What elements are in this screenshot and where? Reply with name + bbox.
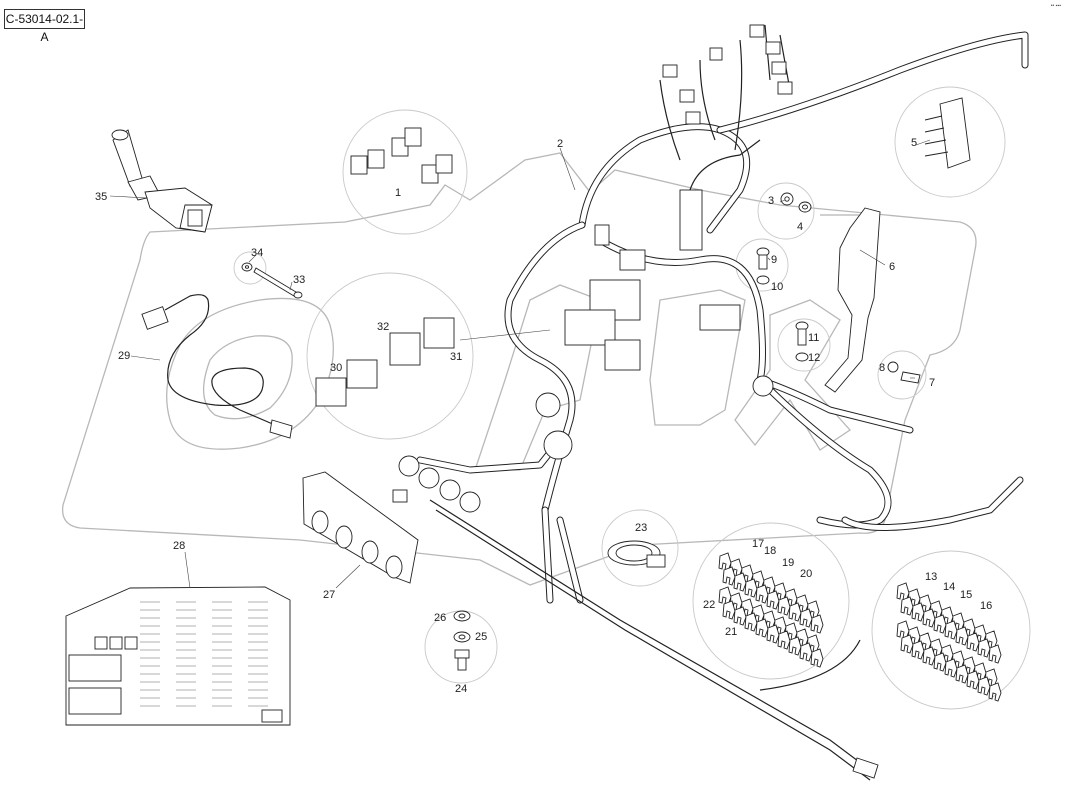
fuse — [955, 664, 969, 684]
leader-lines — [109, 139, 931, 589]
bracket-plate-27 — [302, 471, 419, 584]
callout-14: 14 — [943, 581, 955, 593]
fuse — [911, 640, 925, 660]
fuse — [755, 618, 769, 638]
fuse — [977, 676, 991, 696]
fuse — [896, 582, 910, 602]
fuse — [977, 638, 991, 658]
fuse — [755, 584, 769, 604]
fuse — [966, 632, 980, 652]
bolts-washers — [756, 247, 921, 384]
fuse — [988, 644, 1002, 664]
callout-22: 22 — [703, 599, 715, 611]
callout-31: 31 — [450, 351, 462, 363]
callout-24: 24 — [455, 683, 467, 695]
callout-32: 32 — [377, 321, 389, 333]
callout-9: 9 — [771, 254, 777, 266]
fuse — [733, 572, 747, 592]
callout-21: 21 — [725, 626, 737, 638]
fuse — [900, 634, 914, 654]
detail-circles — [233, 86, 1031, 710]
callout-8: 8 — [879, 362, 885, 374]
callout-30: 30 — [330, 362, 342, 374]
callout-7: 7 — [929, 377, 935, 389]
fuse — [744, 612, 758, 632]
fuse — [922, 608, 936, 628]
callout-26: 26 — [434, 612, 446, 624]
callout-28: 28 — [173, 540, 185, 552]
screw-washers-24-26 — [453, 610, 471, 671]
fuse — [788, 636, 802, 656]
callout-10: 10 — [771, 281, 783, 293]
fuse — [777, 630, 791, 650]
callout-2: 2 — [557, 138, 563, 150]
bracket-6 — [824, 207, 881, 393]
callout-17: 17 — [752, 538, 764, 550]
callout-4: 4 — [797, 221, 803, 233]
fuse — [966, 670, 980, 690]
fuse-label-28 — [65, 586, 291, 726]
fuse — [922, 646, 936, 666]
callout-20: 20 — [800, 568, 812, 580]
callout-19: 19 — [782, 557, 794, 569]
callout-33: 33 — [293, 274, 305, 286]
fuse — [900, 596, 914, 616]
callout-5: 5 — [911, 137, 917, 149]
fuse — [810, 648, 824, 668]
fuse — [744, 578, 758, 598]
clamp-23 — [607, 540, 666, 568]
fuse — [944, 620, 958, 640]
relay-group-1 — [350, 127, 453, 184]
fuse — [911, 602, 925, 622]
fuse — [933, 614, 947, 634]
fuse — [944, 658, 958, 678]
callout-23: 23 — [635, 522, 647, 534]
fuse — [722, 566, 736, 586]
fuse — [766, 624, 780, 644]
nut-washer-3-4 — [780, 192, 812, 213]
fuse — [955, 626, 969, 646]
callout-35: 35 — [95, 191, 107, 203]
harness-connectors — [392, 24, 879, 779]
callout-25: 25 — [475, 631, 487, 643]
fuse — [766, 590, 780, 610]
fuse — [810, 614, 824, 634]
connector-block-5 — [924, 97, 971, 169]
callout-3: 3 — [768, 195, 774, 207]
callout-29: 29 — [118, 350, 130, 362]
callout-16: 16 — [980, 600, 992, 612]
callout-34: 34 — [251, 247, 263, 259]
callout-13: 13 — [925, 571, 937, 583]
fuse — [733, 606, 747, 626]
fuse — [799, 608, 813, 628]
fuse — [988, 682, 1002, 702]
sensor-cable — [141, 294, 293, 439]
callout-labels: 1 2 3 4 5 6 7 8 9 10 11 12 13 14 15 16 1… — [95, 137, 992, 695]
fuse — [788, 602, 802, 622]
callout-6: 6 — [889, 261, 895, 273]
drawing-code: C-53014-02.1-A — [4, 9, 85, 44]
callout-12: 12 — [808, 352, 820, 364]
callout-15: 15 — [960, 589, 972, 601]
fuse-group-17-22 — [718, 552, 824, 668]
fuse — [718, 552, 732, 572]
washer-pin — [241, 262, 303, 299]
callout-27: 27 — [323, 589, 335, 601]
callout-11: 11 — [808, 332, 819, 344]
joystick-lever — [111, 129, 213, 233]
fuse — [722, 600, 736, 620]
fuse — [718, 586, 732, 606]
brand-mark: •• ▪▪▪ — [1050, 3, 1061, 9]
fuse — [799, 642, 813, 662]
fuse — [896, 620, 910, 640]
callout-18: 18 — [764, 545, 776, 557]
callout-1: 1 — [395, 187, 401, 199]
fuse — [777, 596, 791, 616]
fuse — [933, 652, 947, 672]
relay-group-30-32 — [315, 317, 455, 407]
fuse-group-13-16 — [896, 582, 1002, 702]
